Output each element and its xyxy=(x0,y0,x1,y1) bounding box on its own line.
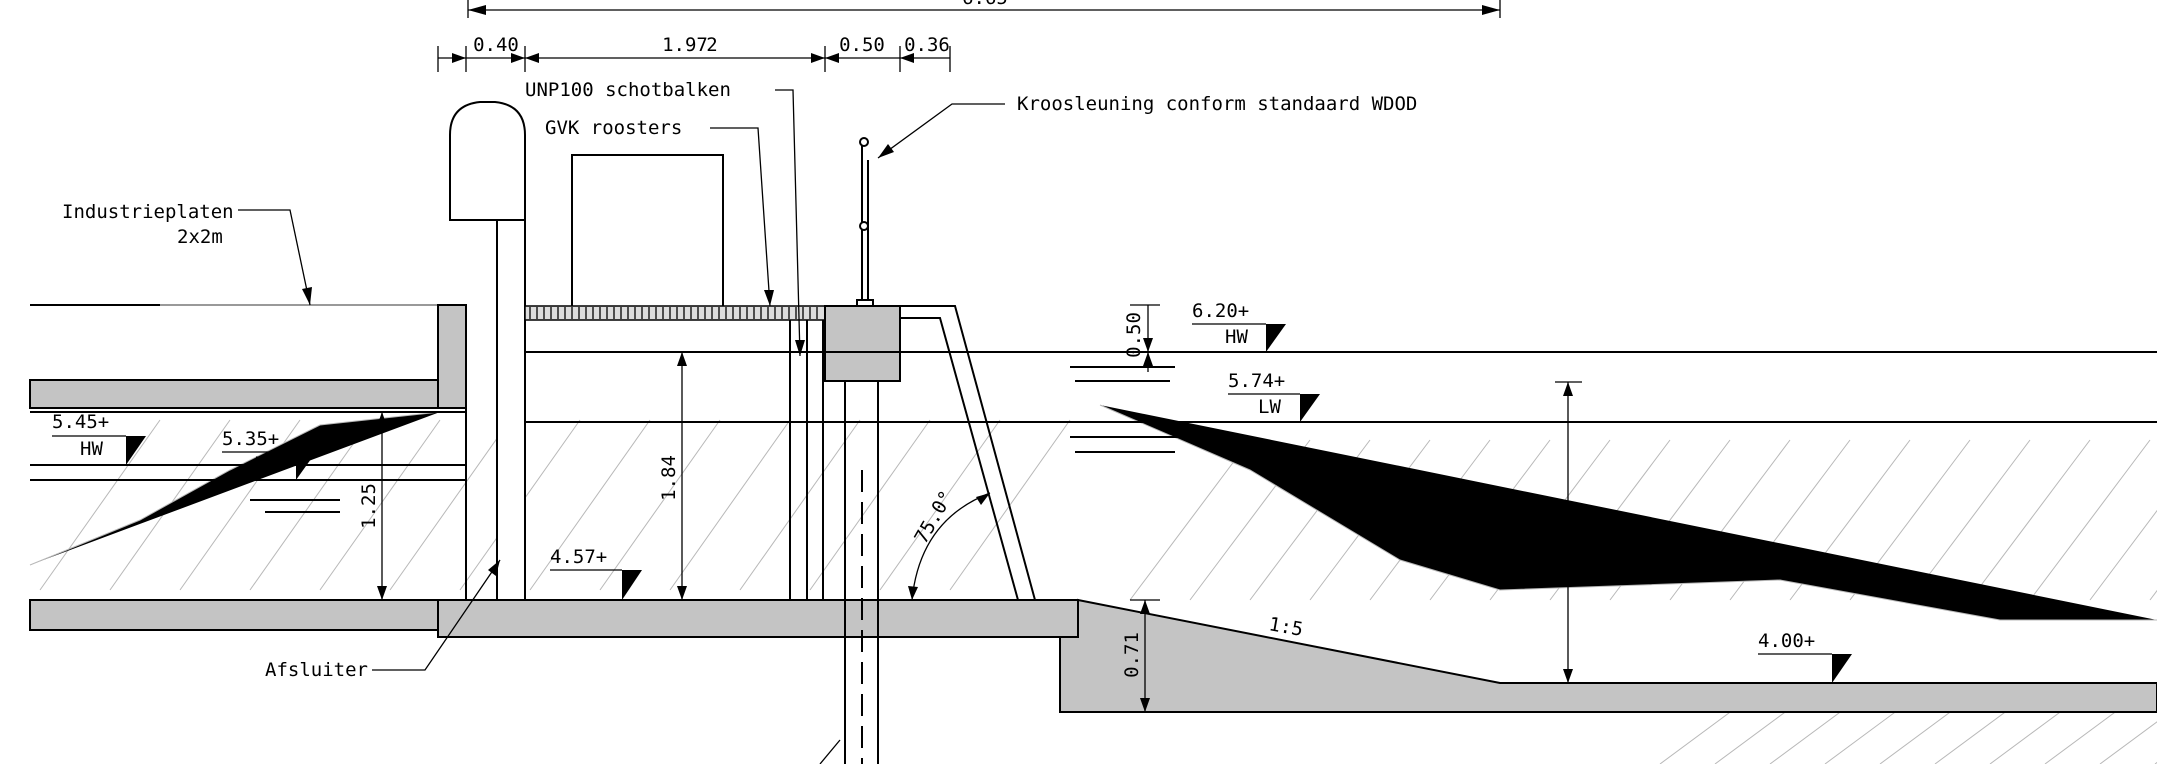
slope-label: 1:5 xyxy=(1267,613,1305,641)
unp100-text: UNP100 schotbalken xyxy=(525,79,731,101)
label-gvk: GVK roosters xyxy=(545,117,774,307)
label-unp100: UNP100 schotbalken xyxy=(525,79,805,357)
level-floor-value: 4.57+ xyxy=(550,546,607,568)
label-afsluiter: Afsluiter xyxy=(265,559,501,681)
gvk-box xyxy=(571,154,724,306)
dim-125-label: 1.25 xyxy=(358,483,380,529)
dim-050-label: 0.50 xyxy=(839,34,885,56)
dimension-071: 0.71 xyxy=(1121,599,1160,712)
dim-036-label: 0.36 xyxy=(904,34,950,56)
railing-top-knob xyxy=(859,137,869,147)
dimension-125: 1.25 xyxy=(358,412,387,600)
gvk-grating xyxy=(524,305,826,321)
level-upstream-hw-value: 5.45+ xyxy=(52,411,109,433)
dim-mid-overlap-label: 2 xyxy=(706,34,717,56)
level-upstream-lw: 5.35+ LW xyxy=(222,428,316,480)
level-downstream-lw-value: 5.74+ xyxy=(1228,370,1285,392)
kroosleuning-rack-outer xyxy=(900,305,1036,601)
dimension-row-2: 0.40 1.97 2 0.50 0.36 xyxy=(437,34,951,72)
gvk-grating-ticks xyxy=(529,307,818,319)
industrieplaten-size-text: 2x2m xyxy=(177,226,223,248)
dim-mid-label: 1.97 xyxy=(662,34,708,56)
afsluiter-post xyxy=(496,219,526,601)
dim-top-label: 6.65 xyxy=(962,0,1008,9)
ground-profile-left xyxy=(29,411,441,566)
kroosleuning-text: Kroosleuning conform standaard WDOD xyxy=(1017,93,1417,115)
gvk-text: GVK roosters xyxy=(545,117,682,139)
downstream-floor-slab xyxy=(1059,598,2157,713)
label-industrieplaten: Industrieplaten 2x2m xyxy=(62,201,312,306)
level-downstream-hw-tag: HW xyxy=(1225,326,1248,348)
dimension-200: 2.00 xyxy=(1545,381,1582,683)
level-upstream-hw-tag: HW xyxy=(80,438,103,460)
left-bottom-slab xyxy=(29,599,441,631)
bottom-leader xyxy=(819,739,841,764)
dimension-184: 1.84 xyxy=(658,352,687,600)
railing-mid-knob xyxy=(859,221,869,231)
angle-75: 75.0° xyxy=(908,487,991,601)
level-downstream-hw: 6.20+ HW xyxy=(1192,300,1286,352)
dimension-top: 6.65 xyxy=(467,0,1501,18)
gate-block xyxy=(824,305,901,382)
kroosleuning-rack-inner xyxy=(900,317,1019,601)
level-upstream-lw-value: 5.35+ xyxy=(222,428,279,450)
central-floor-slab xyxy=(437,599,1079,638)
dim-071-label: 0.71 xyxy=(1121,632,1143,678)
dimension-050-vertical: 0.50 xyxy=(1123,304,1160,372)
left-wall xyxy=(437,304,467,409)
industrieplaten-text: Industrieplaten xyxy=(62,201,234,223)
level-downstream-lw-tag: LW xyxy=(1258,396,1281,418)
dim-184-label: 1.84 xyxy=(658,455,680,501)
level-downstream-lw: 5.74+ LW xyxy=(1228,370,1320,422)
ground-profile-right xyxy=(1099,404,2157,621)
afsluiter-hood xyxy=(449,101,526,221)
dim-040-label: 0.40 xyxy=(473,34,519,56)
dim-200-label: 2.00 xyxy=(1545,510,1567,556)
level-bed-value: 4.00+ xyxy=(1758,630,1815,652)
label-kroosleuning: Kroosleuning conform standaard WDOD xyxy=(877,93,1417,159)
dim-050v-label: 0.50 xyxy=(1123,312,1145,358)
level-upstream-hw: 5.45+ HW xyxy=(52,411,146,465)
left-upper-slab xyxy=(29,379,441,409)
level-bed: 4.00+ xyxy=(1758,630,1852,683)
afsluiter-text: Afsluiter xyxy=(265,659,368,681)
railing-foot xyxy=(856,299,874,307)
level-upstream-lw-tag: LW xyxy=(254,453,277,475)
level-downstream-hw-value: 6.20+ xyxy=(1192,300,1249,322)
level-floor: 4.57+ xyxy=(550,546,642,600)
